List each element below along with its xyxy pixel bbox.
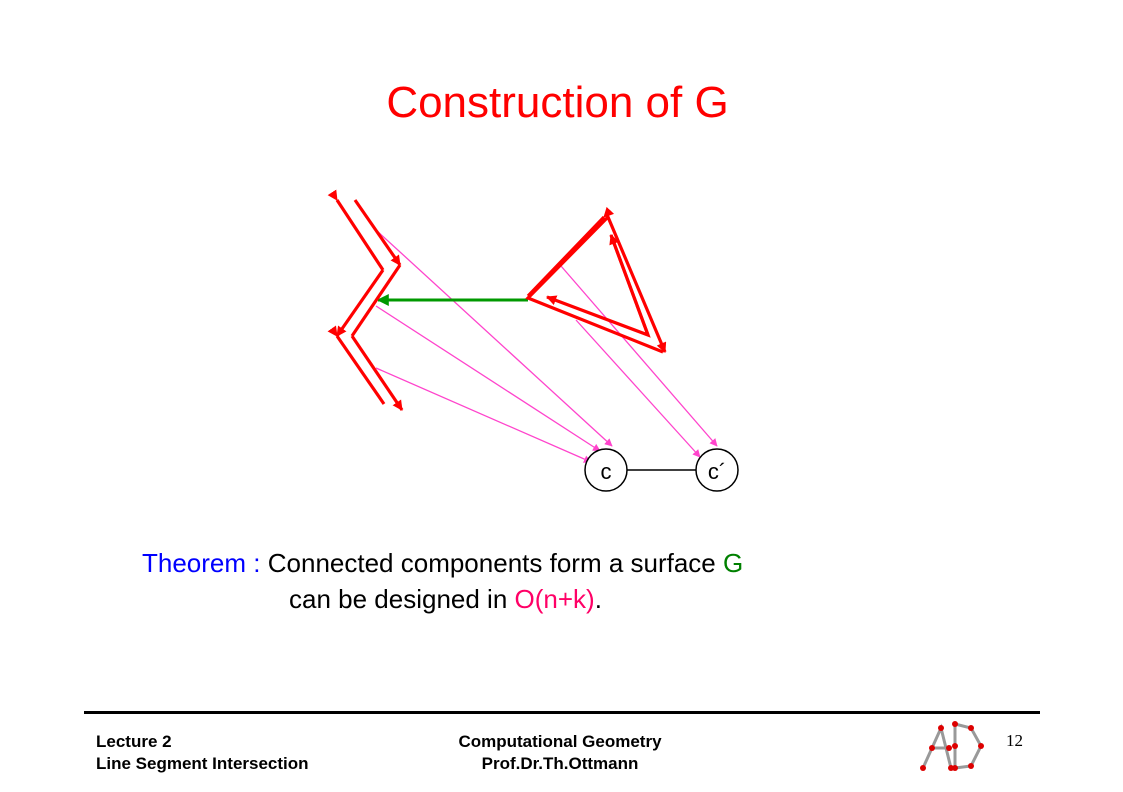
node-c-prime-label: c´ [708, 459, 726, 484]
node-c-label: c [601, 459, 612, 484]
half-edge [327, 189, 385, 271]
cycle-graph: c c´ [584, 448, 739, 492]
theorem-colon: : [253, 548, 261, 578]
link-arrow [375, 229, 613, 447]
inner-triangle [546, 234, 651, 338]
theorem-period: . [594, 584, 602, 614]
page-number: 12 [1006, 731, 1023, 750]
footer-course: Computational Geometry [458, 732, 662, 751]
outer-triangle [525, 214, 667, 354]
link-arrow [575, 319, 701, 458]
footer-lecture: Lecture 2 [96, 732, 172, 751]
slide-title: Construction of G [386, 78, 729, 127]
half-edge [609, 234, 650, 336]
footer-left: Lecture 2 Line Segment Intersection [96, 731, 309, 775]
footer-topic: Line Segment Intersection [96, 754, 309, 773]
half-edge [335, 269, 385, 337]
half-edge [327, 325, 386, 405]
theorem-surface-g: G [723, 548, 744, 578]
node-c-prime [695, 448, 739, 492]
half-edge [353, 199, 402, 266]
footer-center: Computational Geometry Prof.Dr.Th.Ottman… [400, 731, 720, 775]
link-arrows [375, 229, 718, 463]
link-arrow [375, 367, 592, 463]
theorem-text: Theorem : Connected components form a su… [142, 545, 743, 617]
link-arrow [560, 265, 718, 447]
lecture-logo-icon [920, 721, 984, 771]
half-edge [526, 206, 615, 298]
theorem-complexity: O(n+k) [514, 584, 595, 614]
triangle-edges [525, 206, 667, 354]
theorem-text-2: can be designed in [289, 584, 508, 614]
footer-rule [84, 711, 1040, 714]
half-edge [350, 335, 404, 411]
half-edge [350, 264, 402, 337]
link-arrow [375, 305, 601, 452]
node-c [584, 448, 628, 492]
footer-author: Prof.Dr.Th.Ottmann [481, 754, 639, 773]
theorem-text-1: Connected components form a surface [267, 548, 716, 578]
theorem-label: Theorem [142, 548, 247, 578]
left-boundary-edges [327, 189, 404, 411]
